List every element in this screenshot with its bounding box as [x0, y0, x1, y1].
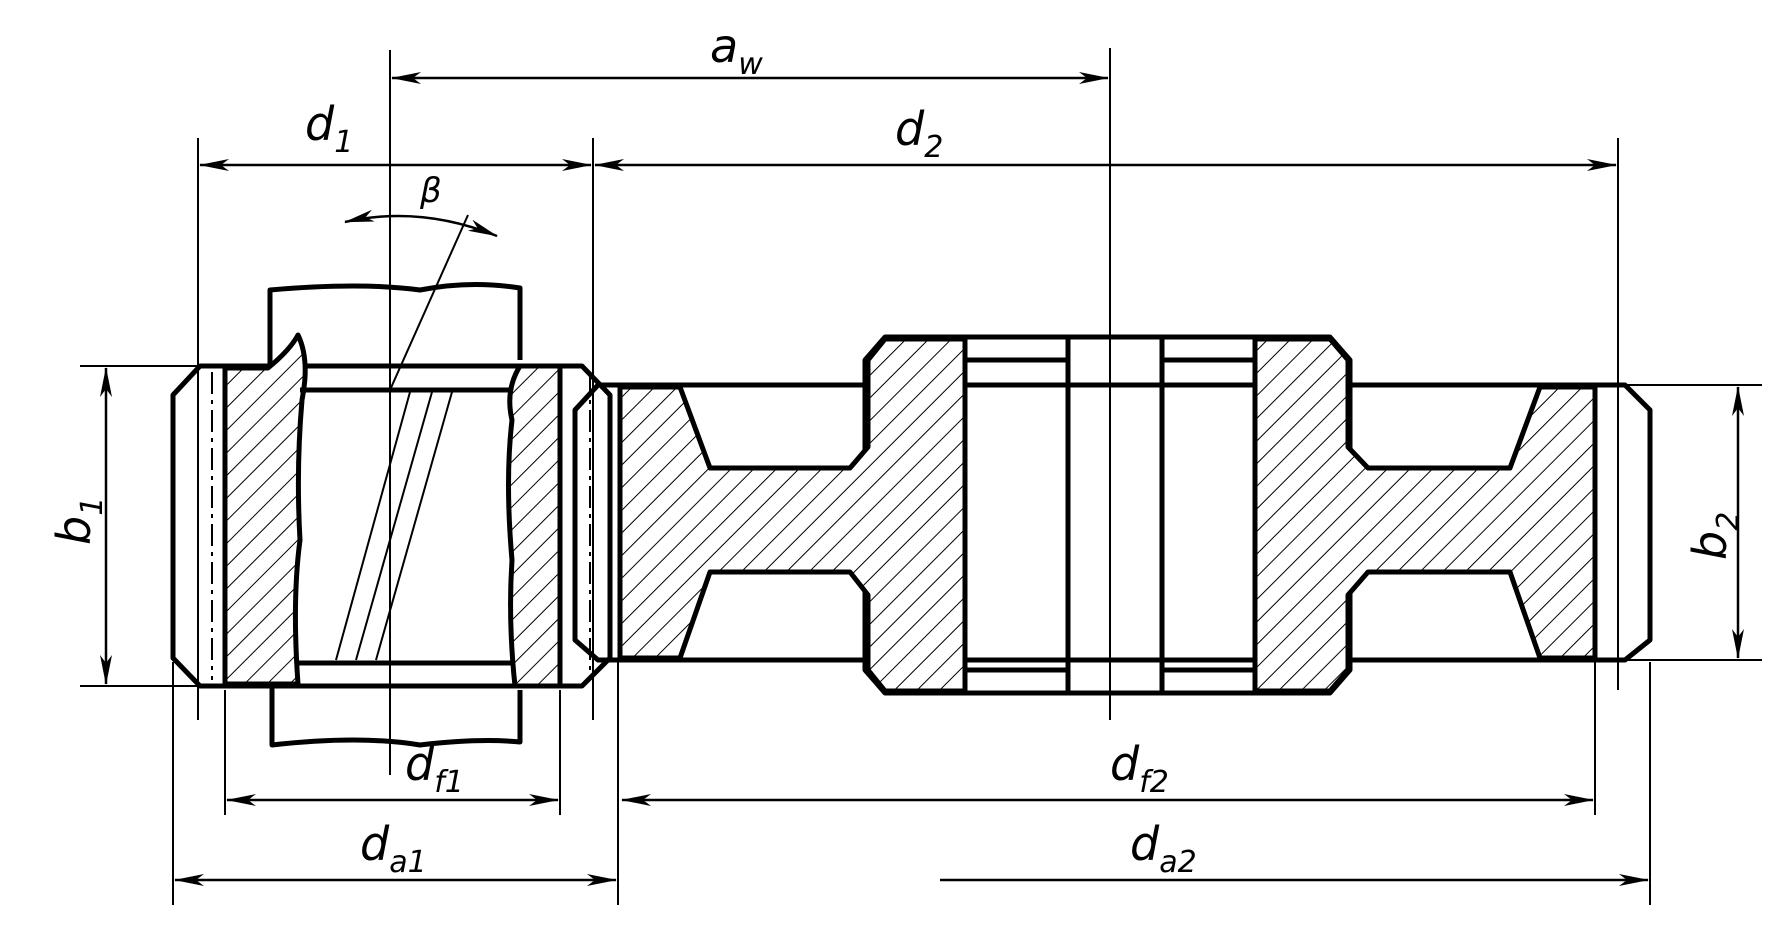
- pinion-right-section: [506, 363, 563, 689]
- beta-label: β: [419, 171, 442, 211]
- aw-label: aw: [710, 19, 763, 82]
- helix-line: [355, 391, 433, 661]
- wheel-right-web: [1252, 336, 1598, 694]
- da1-label: da1: [360, 817, 427, 880]
- b1-label: b1: [47, 497, 110, 545]
- dimensions: [80, 72, 1762, 905]
- d1-label: d1: [305, 97, 353, 160]
- pinion-shaft-bottom: [269, 686, 523, 748]
- pinion-gear: [170, 281, 613, 748]
- wheel-gear: [572, 334, 1653, 696]
- b2-label: b2: [1683, 512, 1746, 560]
- beta-angle-arc: [344, 209, 498, 238]
- pinion-left-section: [222, 332, 308, 687]
- da2-label: da2: [1130, 817, 1197, 880]
- helix-line: [375, 391, 453, 661]
- labels: aw d1 d2 β df1 df2 da1 da2 b1 b2: [47, 19, 1746, 880]
- d2-label: d2: [895, 102, 943, 165]
- pinion-outline: [170, 363, 613, 689]
- df1-label: df1: [405, 737, 464, 800]
- pinion-shaft-top: [267, 281, 523, 365]
- beta-helix-reference: [389, 214, 469, 391]
- df2-label: df2: [1110, 737, 1169, 800]
- helix-line: [335, 391, 411, 661]
- wheel-left-web: [617, 336, 968, 694]
